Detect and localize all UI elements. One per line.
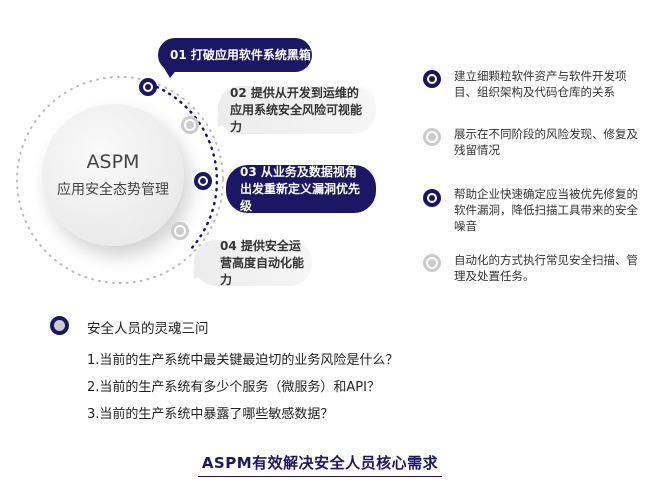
- question-3: 3.当前的生产系统中暴露了哪些敏感数据？: [87, 407, 334, 422]
- bubble-03-text: 03 从业务及数据视角出发重新定义漏洞优先级: [240, 164, 361, 213]
- right-item-2: 展示在不同阶段的风险发现、修复及残留情况: [454, 127, 638, 157]
- center-subtitle: 应用安全态势管理: [57, 182, 169, 198]
- marker-04-icon: [171, 222, 189, 240]
- bubble-01: 01 打破应用软件系统黑箱: [158, 38, 312, 78]
- right-item-3-icon: [423, 189, 441, 207]
- footer-title: ASPM有效解决安全人员核心需求: [198, 452, 442, 477]
- navy-dotted-arc: [155, 85, 219, 252]
- right-item-4-icon: [423, 254, 441, 272]
- right-item-3: 帮助企业快速确定应当被优先修复的软件漏洞，降低扫描工具带来的安全噪音: [454, 187, 638, 233]
- question-2: 2.当前的生产系统有多少个服务（微服务）和API？: [87, 380, 380, 395]
- center-title: ASPM: [86, 151, 140, 173]
- outer-dotted-ring: [16, 76, 224, 284]
- bubble-04: 04 提供安全运营高度自动化能力: [188, 238, 312, 287]
- marker-03-icon: [194, 172, 212, 190]
- bubble-02: 02 提供从开发到运维的应用系统安全风险可视能力: [212, 85, 376, 134]
- bubble-01-text: 01 打破应用软件系统黑箱: [170, 47, 311, 62]
- bubble-04-text: 04 提供安全运营高度自动化能力: [220, 238, 305, 287]
- right-item-1-icon: [423, 70, 441, 88]
- right-item-4: 自动化的方式执行常见安全扫描、管理及处置任务。: [454, 253, 638, 283]
- center-circle: ASPM 应用安全态势管理: [42, 104, 184, 246]
- questions-marker-icon: [50, 316, 69, 335]
- right-item-1: 建立细颗粒软件资产与软件开发项目、组织架构及代码仓库的关系: [454, 69, 627, 99]
- bubble-02-text: 02 提供从开发到运维的应用系统安全风险可视能力: [230, 85, 363, 134]
- bubble-03: 03 从业务及数据视角出发重新定义漏洞优先级: [226, 165, 376, 213]
- marker-01-icon: [139, 78, 157, 96]
- right-item-2-icon: [423, 128, 441, 146]
- questions-heading: 安全人员的灵魂三问: [87, 321, 209, 337]
- question-1: 1.当前的生产系统中最关键最迫切的业务风险是什么？: [87, 353, 399, 368]
- marker-02-icon: [181, 116, 199, 134]
